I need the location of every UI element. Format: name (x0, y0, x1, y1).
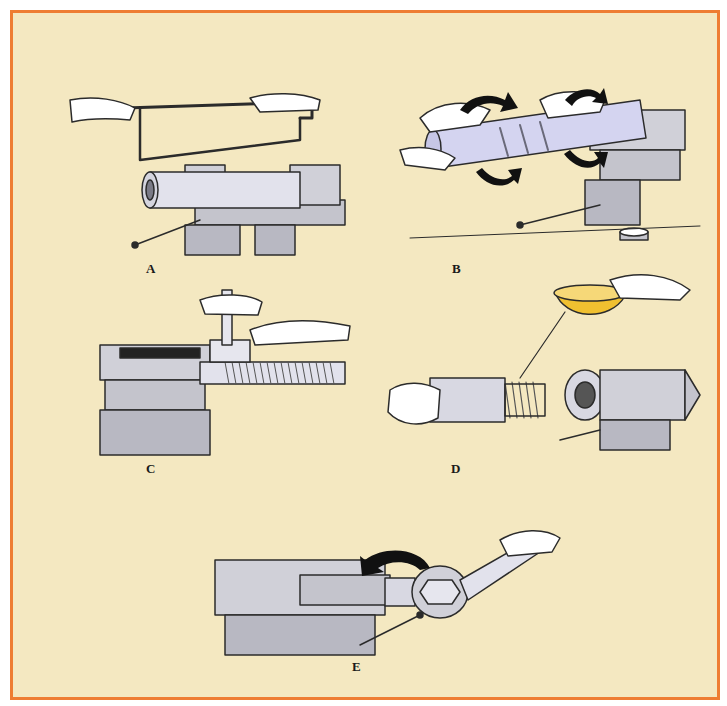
step-letter: E (352, 660, 361, 673)
step-letter: C (146, 462, 155, 475)
vise-e (215, 560, 423, 655)
vise-c (100, 345, 210, 455)
step-letter: D (451, 462, 460, 475)
step-letter: B (452, 262, 461, 275)
vise-a (132, 165, 345, 255)
vise-d (560, 370, 700, 450)
step-letter: A (146, 262, 155, 275)
